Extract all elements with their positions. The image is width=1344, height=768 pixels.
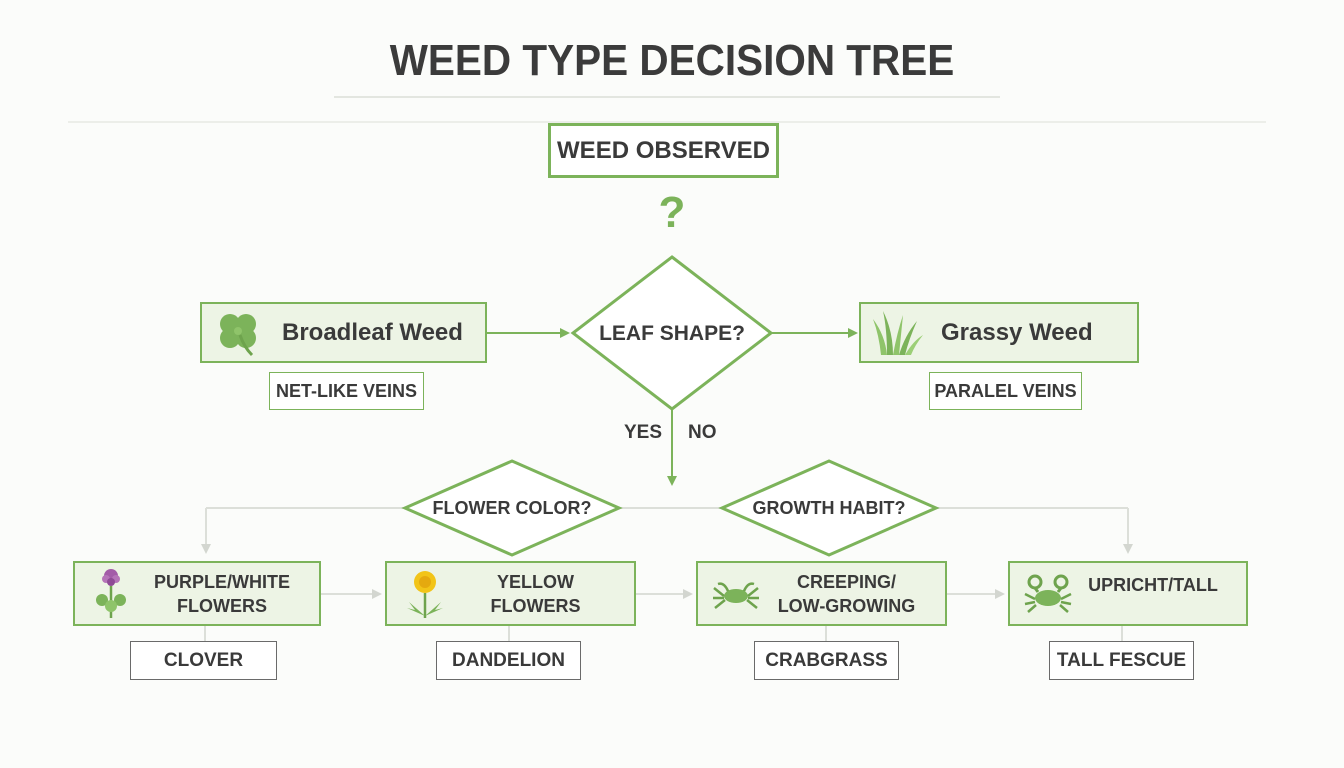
- leaf-line-1: CREEPING/: [796, 571, 897, 592]
- crab-icon: [713, 581, 759, 609]
- leaf-line-1: UPRICHT/TALL: [1088, 575, 1218, 595]
- broadleaf-weed-node: Broadleaf Weed: [200, 302, 487, 363]
- purple-white-flowers-label: PURPLE/WHITE FLOWERS: [139, 570, 319, 618]
- dandelion-icon: [407, 570, 443, 618]
- leaf-line-2: FLOWERS: [177, 595, 267, 616]
- grassy-weed-node: Grassy Weed: [859, 302, 1139, 363]
- leaf-line-2: LOW-GROWING: [777, 595, 916, 616]
- no-label: NO: [688, 422, 717, 443]
- growth-habit-diamond: [718, 459, 940, 557]
- grassy-weed-label: Grassy Weed: [941, 318, 1093, 346]
- result-clover: CLOVER: [130, 641, 277, 680]
- purple-white-flowers-node: PURPLE/WHITE FLOWERS: [73, 561, 321, 626]
- yellow-flowers-node: YELLOW FLOWERS: [385, 561, 636, 626]
- broadleaf-weed-label: Broadleaf Weed: [282, 318, 463, 346]
- leaf-shape-label: LEAF SHAPE?: [599, 322, 745, 345]
- upright-tall-node: UPRICHT/TALL: [1008, 561, 1248, 626]
- flower-color-label: FLOWER COLOR?: [432, 497, 592, 518]
- weed-observed-node: WEED OBSERVED: [548, 123, 779, 178]
- upright-tall-label: UPRICHT/TALL: [1074, 563, 1246, 597]
- result-tall-fescue: TALL FESCUE: [1049, 641, 1194, 680]
- net-like-veins-tag: NET-LIKE VEINS: [269, 372, 424, 410]
- page-title: WEED TYPE DECISION TREE: [389, 36, 955, 85]
- clover-leaf-icon: [220, 313, 256, 356]
- header-divider: [68, 121, 1266, 123]
- yellow-flowers-label: YELLOW FLOWERS: [451, 570, 634, 618]
- result-crabgrass: CRABGRASS: [754, 641, 899, 680]
- question-mark: ?: [658, 188, 686, 237]
- creeping-low-growing-label: CREEPING/ LOW-GROWING: [762, 570, 945, 618]
- clover-flower-icon: [96, 568, 126, 618]
- crab-icon: [1024, 574, 1072, 613]
- title-underline: [334, 96, 1000, 98]
- leaf-line-1: PURPLE/WHITE: [153, 571, 290, 592]
- growth-habit-label: GROWTH HABIT?: [752, 497, 906, 518]
- parallel-veins-tag: PARALEL VEINS: [929, 372, 1082, 410]
- creeping-low-growing-node: CREEPING/ LOW-GROWING: [696, 561, 947, 626]
- result-dandelion: DANDELION: [436, 641, 581, 680]
- leaf-line-1: YELLOW: [497, 571, 574, 592]
- yes-label: YES: [624, 422, 663, 443]
- grass-blades-icon: [873, 310, 923, 355]
- leaf-line-2: FLOWERS: [490, 595, 581, 616]
- flower-color-diamond: [401, 459, 623, 557]
